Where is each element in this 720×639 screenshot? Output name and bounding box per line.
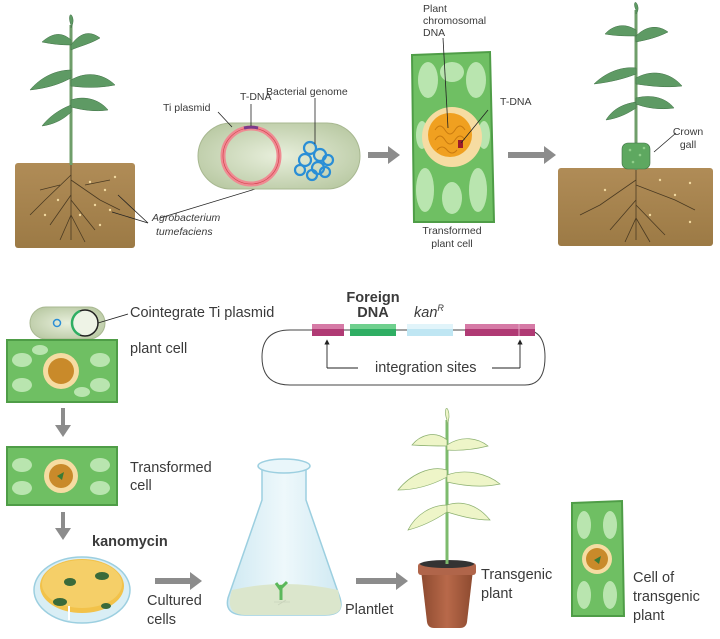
label-kan-superscript: R [437, 303, 444, 313]
label-transformed-cell-2: cell [130, 478, 152, 494]
arrow-flask-to-pot [356, 572, 408, 590]
chromosomal-dna [428, 113, 472, 157]
arrow-down-2 [55, 512, 71, 540]
label-cell-of-transgenic-plant: plant [633, 608, 665, 624]
label-cells: cells [147, 612, 177, 628]
label-t-dna: T-DNA [240, 91, 272, 103]
plantlet [274, 580, 289, 600]
label-transgenic-plant: plant [481, 586, 513, 602]
label-transgenic: Transgenic [481, 567, 553, 583]
label-agrobacterium: Agrobacterium [152, 212, 221, 224]
petri-dish [33, 556, 131, 624]
plant-with-crown-gall [558, 2, 713, 246]
soil-block-right [558, 168, 713, 246]
label-t-dna-cell: T-DNA [500, 96, 532, 108]
transgenic-leaves [397, 407, 501, 531]
leaves [29, 14, 116, 127]
plant-cell-bottom-1 [6, 339, 118, 403]
roots [29, 165, 121, 243]
label-plant-chromosomal-3: DNA [423, 27, 446, 39]
label-cointegrate-ti-plasmid: Cointegrate Ti plasmid [130, 305, 275, 321]
label-cell-of: Cell of [633, 570, 675, 586]
label-gall: gall [679, 139, 697, 151]
label-transformed-plant-cell-1: Transformed [422, 225, 482, 237]
label-crown: Crown [672, 126, 704, 138]
arrow-dish-to-flask [155, 572, 202, 590]
bacterial-genome-coil [293, 140, 335, 182]
label-kan: kan [414, 304, 438, 321]
label-bacterial-genome: Bacterial genome [266, 86, 348, 98]
label-plant-chromosomal-1: Plant [423, 3, 447, 15]
arrow-down-1 [55, 408, 71, 437]
transformed-cell-bottom [6, 446, 118, 506]
label-plant-chromosomal-2: chromosomal [423, 15, 487, 27]
label-foreign: Foreign [346, 290, 400, 306]
label-plant-cell: plant cell [130, 341, 188, 357]
agrobacterium-cell [197, 98, 361, 190]
transformed-plant-cell-top [410, 37, 496, 223]
transgenic-potted-plant [397, 407, 501, 628]
label-integration-sites: integration sites [375, 360, 477, 376]
bacteria-dots [43, 175, 117, 227]
cell-colonies [53, 572, 111, 609]
plasmid-backbone [261, 329, 546, 386]
crown-gall [621, 142, 651, 170]
label-transformed-plant-cell-2: plant cell [431, 238, 473, 250]
bacterium-leader-lines [217, 98, 316, 144]
plasmid-map [261, 324, 546, 386]
label-tumefaciens: tumefaciens [156, 226, 213, 238]
plant-with-soil-left [15, 14, 135, 248]
t-dna-segment [243, 125, 259, 130]
label-ti-plasmid: Ti plasmid [163, 102, 211, 114]
label-plantlet: Plantlet [345, 602, 394, 618]
integration-arrows [324, 339, 523, 369]
label-cell-of-transgenic: transgenic [633, 589, 700, 605]
label-dna: DNA [357, 305, 389, 321]
label-kanomycin: kanomycin [92, 534, 168, 550]
cell-of-transgenic-plant [571, 499, 626, 617]
arrow-bacterium-to-cell [368, 146, 400, 164]
arrows-top [368, 146, 556, 164]
cointegrate-bacterium [29, 306, 129, 340]
integrated-t-dna [458, 140, 463, 148]
label-kanR: kanR [414, 303, 444, 322]
erlenmeyer-flask [226, 458, 342, 616]
label-cultured: Cultured [147, 593, 202, 609]
label-transformed-cell-1: Transformed [130, 460, 212, 476]
arrow-cell-to-gall-plant [508, 146, 556, 164]
